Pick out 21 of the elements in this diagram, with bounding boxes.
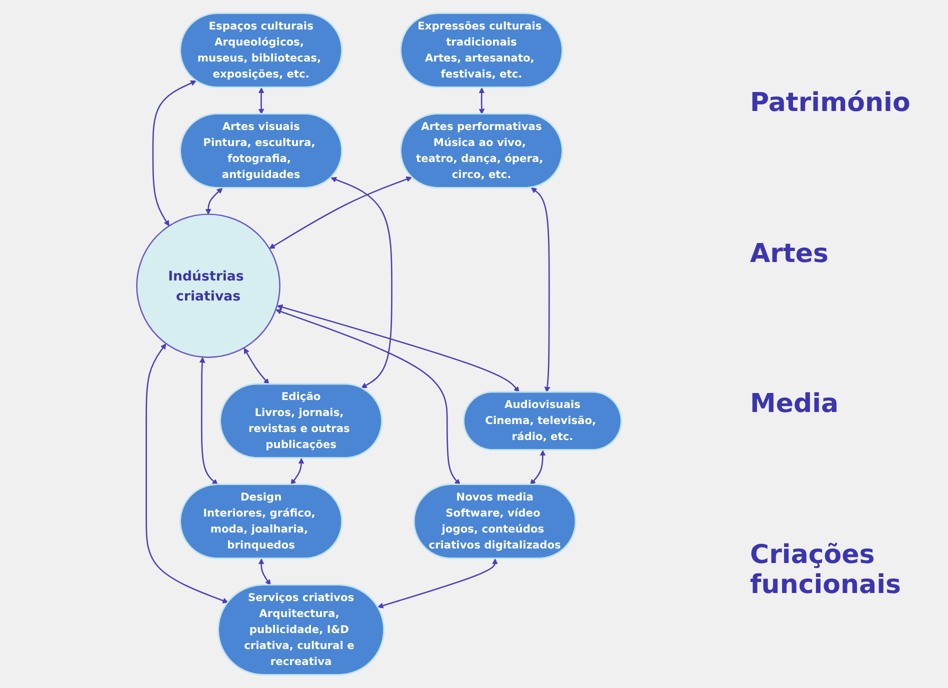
arrow xyxy=(258,558,271,586)
arrow xyxy=(330,176,392,388)
arrow xyxy=(530,187,550,392)
category-label: Artes xyxy=(750,238,830,269)
arrow xyxy=(290,458,304,485)
arrow xyxy=(478,88,485,114)
arrow xyxy=(205,188,223,215)
node-circle: Indústrias criativas xyxy=(136,214,280,358)
arrow xyxy=(146,343,228,604)
arrow xyxy=(276,308,460,485)
category-label: Criações funcionais xyxy=(750,540,902,600)
arrow xyxy=(276,304,520,392)
arrow xyxy=(258,88,264,114)
category-label: Media xyxy=(750,389,840,420)
arrow xyxy=(199,357,218,485)
category-label: Património xyxy=(750,88,912,118)
arrow xyxy=(152,80,196,226)
arrow xyxy=(269,176,412,249)
arrow xyxy=(244,348,270,385)
arrow xyxy=(378,558,498,608)
arrow xyxy=(530,450,546,485)
